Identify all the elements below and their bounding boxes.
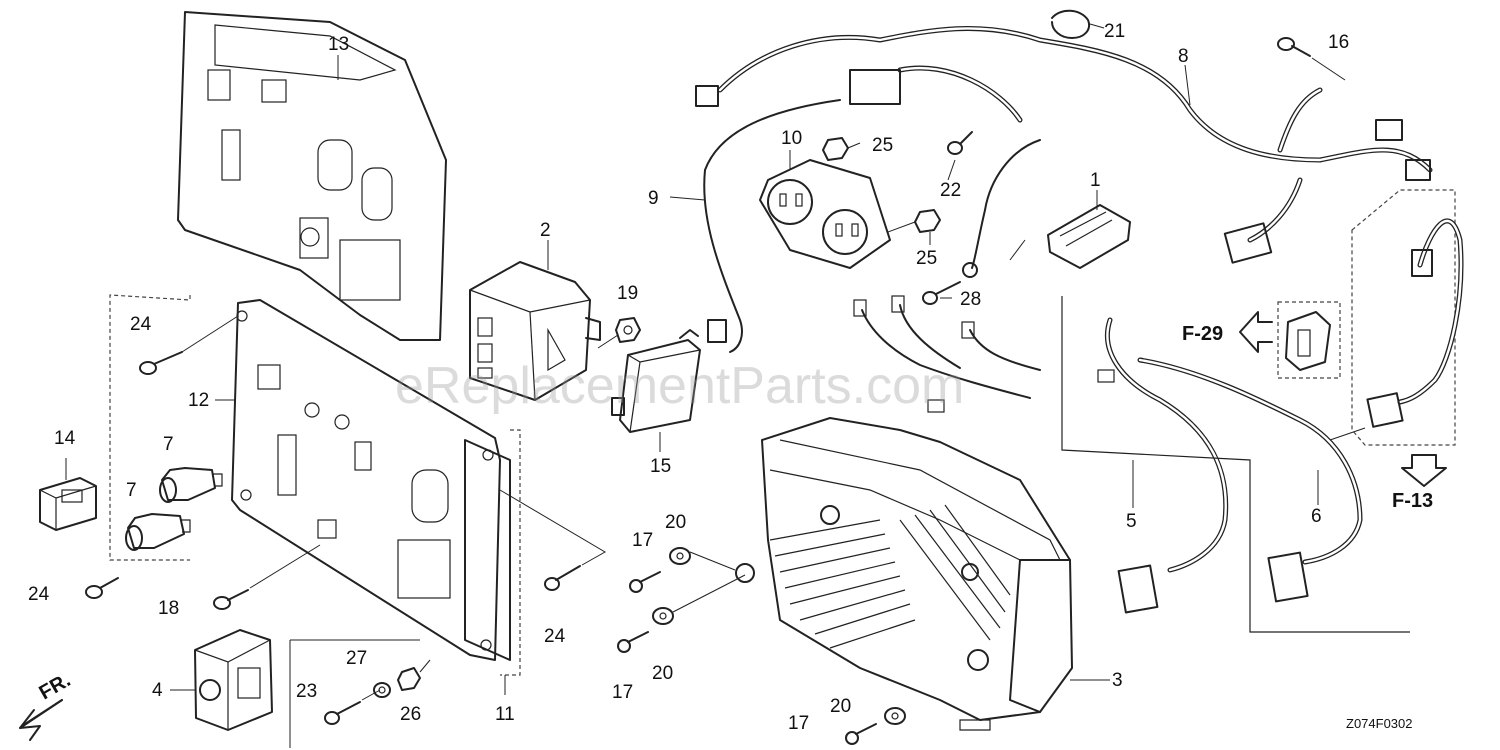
screw-24-left[interactable] xyxy=(85,577,119,599)
circuit-breaker-15[interactable] xyxy=(611,329,701,433)
callout-26: 26 xyxy=(400,704,421,725)
bolt-17-upper[interactable] xyxy=(629,571,661,593)
washer-20-middle[interactable] xyxy=(652,574,746,625)
callout-7-upper: 7 xyxy=(163,434,174,455)
bolt-22[interactable] xyxy=(947,131,973,155)
callout-12: 12 xyxy=(188,390,209,411)
callout-16: 16 xyxy=(1328,32,1349,53)
callout-10: 10 xyxy=(781,128,802,149)
nut-25-upper[interactable] xyxy=(822,137,849,161)
washer-27[interactable] xyxy=(373,682,391,698)
wire-5[interactable] xyxy=(1104,317,1229,614)
callout-leaders xyxy=(65,55,1319,695)
callout-13: 13 xyxy=(328,34,349,55)
panel-decal-13[interactable] xyxy=(177,11,447,341)
f13-harness-group[interactable] xyxy=(1329,189,1464,446)
wire-6[interactable] xyxy=(1137,357,1363,603)
callout-18: 18 xyxy=(158,598,179,619)
callout-22: 22 xyxy=(940,180,961,201)
ground-wire-28[interactable] xyxy=(922,139,1041,305)
receptacle-4[interactable] xyxy=(194,629,273,731)
callout-28: 28 xyxy=(960,289,981,310)
watermark: eReplacementParts.com xyxy=(395,357,964,415)
callout-20-middle: 20 xyxy=(652,663,673,684)
f29-connector[interactable] xyxy=(1277,301,1341,379)
screw-24-right[interactable] xyxy=(499,489,606,591)
bolt-16[interactable] xyxy=(1277,37,1346,81)
callout-17-lower: 17 xyxy=(788,713,809,734)
fuse-holder-7-lower[interactable] xyxy=(125,513,191,551)
callout-24-right: 24 xyxy=(544,626,566,647)
washer-20-upper[interactable] xyxy=(669,547,736,571)
inverter-3[interactable] xyxy=(735,417,1073,731)
callout-9: 9 xyxy=(648,188,659,209)
callout-6: 6 xyxy=(1311,506,1322,527)
f29-arrow-icon xyxy=(1239,311,1273,353)
f13-arrow-icon xyxy=(1401,454,1447,487)
cover-box-2[interactable] xyxy=(469,261,601,401)
front-label: FR. xyxy=(36,669,75,704)
frame-line xyxy=(1061,296,1410,633)
screw-23[interactable] xyxy=(324,689,381,725)
callout-20-lower: 20 xyxy=(830,696,851,717)
callout-17-middle: 17 xyxy=(612,682,633,703)
callout-5: 5 xyxy=(1126,511,1137,532)
inverter-leads xyxy=(853,295,1115,413)
callout-4: 4 xyxy=(152,680,163,701)
nut-26[interactable] xyxy=(397,659,431,691)
callout-25-lower: 25 xyxy=(916,248,937,269)
bolt-17-middle[interactable] xyxy=(617,631,649,653)
callout-20-upper: 20 xyxy=(665,512,686,533)
nut-19[interactable] xyxy=(597,317,641,349)
callout-23: 23 xyxy=(296,681,317,702)
callout-3: 3 xyxy=(1112,670,1123,691)
front-arrow-icon xyxy=(19,699,63,741)
callout-1: 1 xyxy=(1090,170,1101,191)
receptacle-10[interactable] xyxy=(759,159,891,269)
screw-24-top[interactable] xyxy=(139,315,239,375)
diagram-code: Z074F0302 xyxy=(1346,716,1413,731)
washer-20-lower[interactable] xyxy=(884,707,906,725)
nut-25-lower[interactable] xyxy=(887,209,941,233)
callout-14: 14 xyxy=(54,428,76,449)
callout-7-lower: 7 xyxy=(126,480,137,501)
callout-19: 19 xyxy=(617,283,638,304)
callout-15: 15 xyxy=(650,456,671,477)
callout-8: 8 xyxy=(1178,46,1189,67)
callout-21: 21 xyxy=(1104,21,1125,42)
screw-18[interactable] xyxy=(213,544,321,610)
callout-24-left: 24 xyxy=(28,584,50,605)
heat-sink-fins xyxy=(769,504,1011,649)
reference-f29: F-29 xyxy=(1182,323,1223,345)
callout-27: 27 xyxy=(346,648,367,669)
control-panel-12[interactable] xyxy=(109,294,521,676)
callout-25-upper: 25 xyxy=(872,135,893,156)
reference-f13: F-13 xyxy=(1392,490,1433,512)
wire-9[interactable] xyxy=(703,99,841,353)
clip-21[interactable] xyxy=(1051,9,1105,39)
bolt-17-lower[interactable] xyxy=(845,723,877,745)
wire-harness-8[interactable] xyxy=(695,26,1433,264)
callout-2: 2 xyxy=(540,220,551,241)
callout-24-top: 24 xyxy=(130,314,152,335)
switch-14[interactable] xyxy=(39,477,97,531)
fuse-holder-7-upper[interactable] xyxy=(159,467,223,503)
connector-1[interactable] xyxy=(1047,204,1131,269)
callout-11: 11 xyxy=(495,704,515,725)
callout-17-upper: 17 xyxy=(632,530,653,551)
